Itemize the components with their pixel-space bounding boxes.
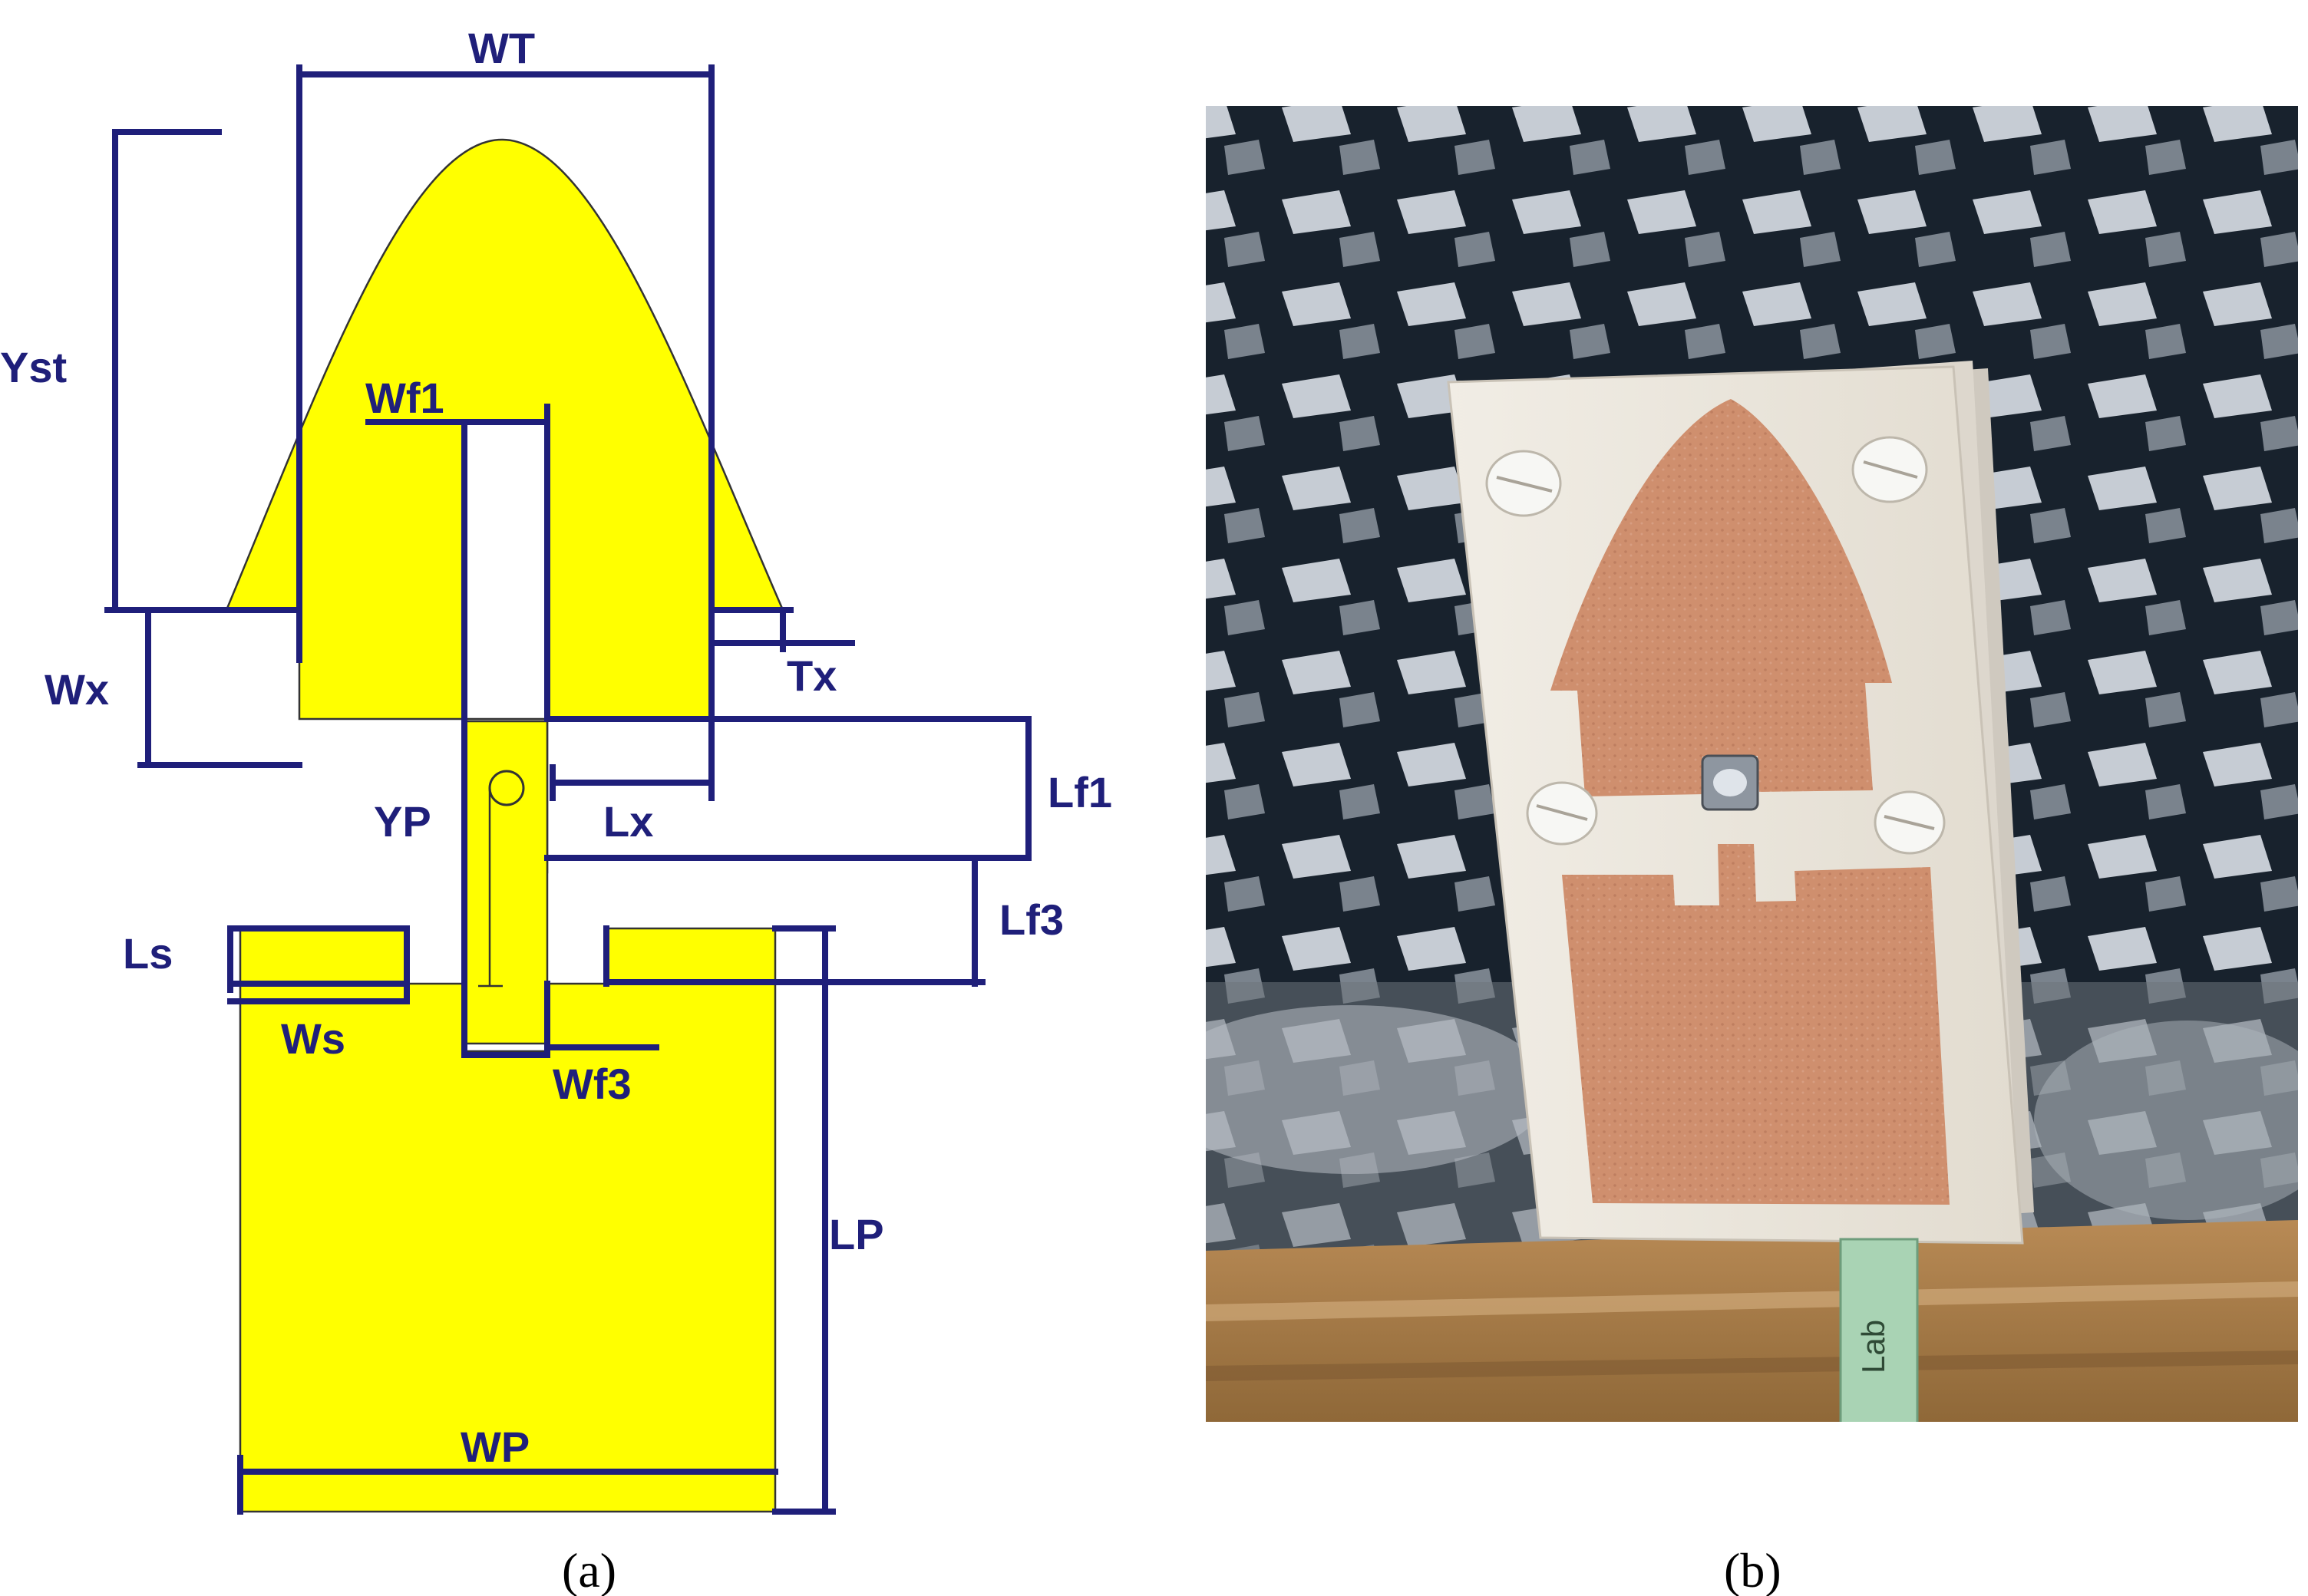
label-ws: Ws xyxy=(281,1014,345,1063)
label-ls: Ls xyxy=(123,929,173,978)
copper-radiator xyxy=(1550,399,1892,796)
label-lx: Lx xyxy=(603,797,653,846)
top-radiator-patch xyxy=(225,138,784,721)
caption-a: (a) xyxy=(562,1543,616,1596)
antenna-schematic: WT Yst Wx Wf1 Tx Lf1 Lx YP xyxy=(0,24,1112,1515)
label-lf1: Lf1 xyxy=(1048,768,1112,816)
tube-label: Lab xyxy=(1855,1320,1891,1373)
prototype-photo: Lab xyxy=(1206,106,2298,1422)
label-wx: Wx xyxy=(45,665,109,714)
label-wp: WP xyxy=(461,1423,530,1471)
label-tx: Tx xyxy=(787,651,837,700)
label-yp: YP xyxy=(374,797,431,846)
label-wf1: Wf1 xyxy=(365,374,444,422)
feed-strip xyxy=(463,720,549,1045)
label-lf3: Lf3 xyxy=(999,895,1064,944)
label-lp: LP xyxy=(829,1210,884,1258)
feed-hole xyxy=(488,770,525,806)
label-wt: WT xyxy=(468,24,535,72)
caption-b: (b) xyxy=(1724,1543,1781,1596)
support-tube xyxy=(1841,1239,1917,1422)
label-wf3: Wf3 xyxy=(553,1060,632,1108)
copper-ground xyxy=(1562,844,1950,1205)
nylon-screws xyxy=(1485,436,1946,855)
label-yst: Yst xyxy=(0,343,67,391)
